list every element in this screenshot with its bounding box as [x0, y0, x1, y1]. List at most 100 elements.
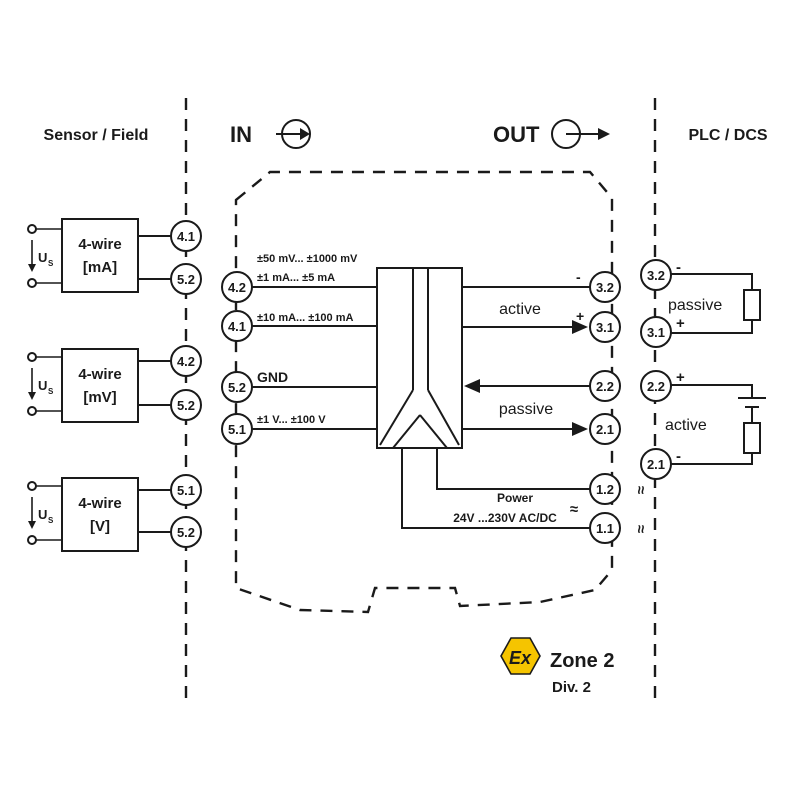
power-terminal: [589, 512, 621, 544]
plc-terminal: [640, 316, 672, 348]
input-range-label: ±1 mA... ±5 mA: [257, 272, 335, 284]
input-terminal: [221, 371, 253, 403]
output-terminal: [589, 413, 621, 445]
terminal-label: 2.1: [596, 422, 614, 437]
division-label: Div. 2: [552, 679, 591, 696]
supply-voltage-label: U: [38, 378, 47, 393]
terminal-label: 4.1: [177, 229, 195, 244]
terminal-label: 5.1: [228, 422, 246, 437]
terminal: [170, 263, 202, 295]
terminal-label: 3.2: [647, 268, 665, 283]
supply-voltage-subscript: S: [48, 259, 54, 268]
supply-terminal: [27, 224, 37, 234]
plc-dcs-header: PLC / DCS: [688, 127, 767, 144]
supply-voltage-label: U: [38, 250, 47, 265]
polarity-sign: -: [676, 259, 681, 276]
supply-voltage-subscript: S: [48, 516, 54, 525]
power-terminal: [589, 473, 621, 505]
terminal: [170, 220, 202, 252]
input-terminal: [221, 310, 253, 342]
ex-symbol: Ex: [509, 648, 532, 668]
sensor-box: [61, 218, 139, 293]
terminal-label: 5.1: [177, 483, 195, 498]
terminal-label: 4.2: [177, 354, 195, 369]
terminal: [170, 389, 202, 421]
out-arrow-icon: [551, 119, 610, 149]
terminal-label: 2.2: [596, 379, 614, 394]
ac-dc-symbol: ≈: [632, 525, 649, 533]
zone-label: Zone 2: [550, 650, 614, 672]
terminal: [170, 474, 202, 506]
terminal-label: 5.2: [177, 525, 195, 540]
terminal: [170, 516, 202, 548]
module-outputs: - + active passive Power 24V ...230V AC/…: [401, 269, 649, 544]
terminal-label: 4.2: [228, 280, 246, 295]
terminal-label: 5.2: [177, 398, 195, 413]
output-terminal: [589, 370, 621, 402]
sensor-type-label: 4-wire: [78, 236, 121, 253]
isolator-block: [376, 267, 463, 449]
ex-zone-badge: Ex Zone 2 Div. 2: [500, 637, 614, 696]
sensor-unit-label: [V]: [90, 518, 110, 535]
terminal-label: 1.2: [596, 482, 614, 497]
polarity-sign: -: [576, 269, 581, 285]
input-range-label: ±10 mA... ±100 mA: [257, 312, 354, 324]
sensor-V: 4-wire [V] U S 5.1 5.2: [27, 474, 202, 552]
power-label: Power: [497, 491, 533, 505]
passive-output-label: passive: [499, 401, 553, 418]
plc-terminal: [640, 370, 672, 402]
out-label: OUT: [493, 122, 540, 147]
terminal-label: 5.2: [177, 272, 195, 287]
sensor-type-label: 4-wire: [78, 495, 121, 512]
resistor-icon: [743, 289, 761, 321]
sensor-box: [61, 477, 139, 552]
plc-passive-label: passive: [668, 297, 722, 314]
polarity-sign: -: [676, 448, 681, 465]
sensor-mV: 4-wire [mV] U S 4.2 5.2: [27, 345, 202, 423]
sensor-type-label: 4-wire: [78, 366, 121, 383]
terminal-label: 3.1: [647, 325, 665, 340]
input-range-label: ±50 mV... ±1000 mV: [257, 253, 358, 265]
ex-hazard-icon: [500, 637, 541, 675]
input-terminal: [221, 271, 253, 303]
terminal-label: 4.1: [228, 319, 246, 334]
polarity-sign: +: [676, 315, 685, 332]
plc-terminal: [640, 259, 672, 291]
polarity-sign: +: [576, 308, 584, 324]
supply-voltage-subscript: S: [48, 387, 54, 396]
sensor-mA: 4-wire [mA] U S 4.1 5.2: [27, 218, 202, 295]
module-inputs: 4.2 4.1 5.2 5.1 ±50 mV... ±1000 mV ±1 mA…: [221, 253, 377, 445]
terminal: [170, 345, 202, 377]
sensor-box: [61, 348, 139, 423]
module-housing-outline: [234, 170, 614, 614]
sensor-unit-label: [mA]: [83, 259, 117, 276]
polarity-sign: +: [676, 369, 685, 386]
plc-active-label: active: [665, 417, 707, 434]
supply-terminal: [27, 352, 37, 362]
terminal-label: 2.1: [647, 457, 665, 472]
supply-terminal: [27, 535, 37, 545]
active-output-label: active: [499, 301, 541, 318]
plc-connections: 3.2 3.1 2.2 2.1 - + + - passive active: [640, 259, 766, 480]
input-range-label: ±1 V... ±100 V: [257, 414, 326, 426]
ac-dc-symbol: ≈: [570, 501, 578, 518]
supply-terminal: [27, 481, 37, 491]
gnd-label: GND: [257, 369, 288, 385]
in-label: IN: [230, 122, 252, 147]
ac-dc-symbol: ≈: [632, 486, 649, 494]
terminal-label: 2.2: [647, 379, 665, 394]
terminal-label: 1.1: [596, 521, 614, 536]
supply-voltage-label: U: [38, 507, 47, 522]
output-terminal: [589, 271, 621, 303]
terminal-label: 3.2: [596, 280, 614, 295]
terminal-label: 5.2: [228, 380, 246, 395]
terminal-label: 3.1: [596, 320, 614, 335]
input-terminal: [221, 413, 253, 445]
sensor-unit-label: [mV]: [83, 389, 116, 406]
output-terminal: [589, 311, 621, 343]
resistor-icon: [743, 422, 761, 454]
power-range-label: 24V ...230V AC/DC: [453, 511, 557, 525]
supply-terminal: [27, 278, 37, 288]
supply-terminal: [27, 406, 37, 416]
